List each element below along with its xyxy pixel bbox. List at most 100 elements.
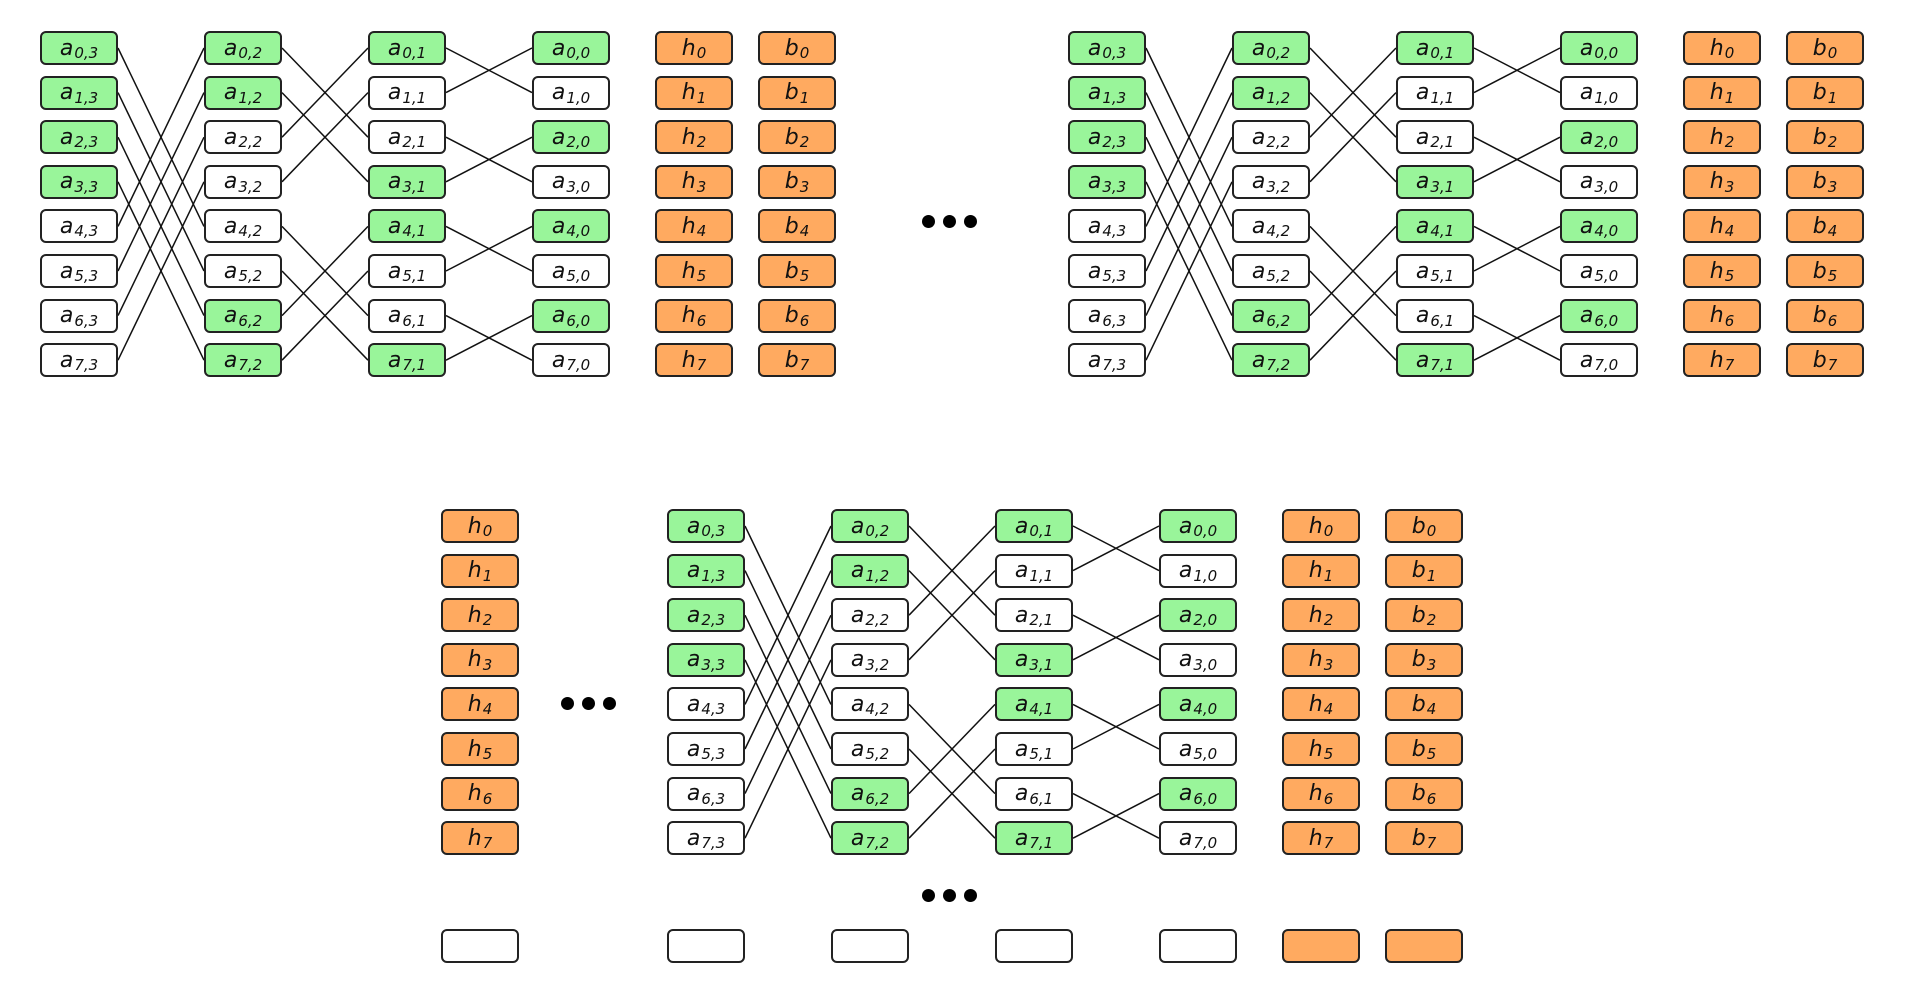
wire (1473, 314, 1561, 361)
wire (117, 136, 205, 316)
wire (445, 47, 533, 94)
wire (908, 570, 996, 661)
wire (281, 92, 369, 183)
dot (561, 697, 574, 710)
wire (117, 92, 205, 272)
wire (908, 748, 996, 839)
wire (1145, 181, 1233, 361)
wire (1145, 136, 1233, 316)
empty-node (441, 929, 519, 963)
wire (744, 570, 832, 750)
wire (445, 314, 533, 361)
wire (1309, 92, 1397, 183)
wire (1145, 47, 1233, 227)
wire (908, 570, 996, 661)
wire (1072, 614, 1160, 661)
wire (744, 570, 832, 750)
dot (582, 697, 595, 710)
dot (943, 215, 956, 228)
wire (908, 703, 996, 795)
dot (922, 215, 935, 228)
wire (1072, 703, 1160, 750)
wire (281, 270, 369, 361)
wire (445, 314, 533, 361)
dot (964, 215, 977, 228)
wire (1072, 525, 1160, 572)
wire (281, 225, 369, 317)
wire (281, 225, 369, 317)
wire (908, 525, 996, 616)
wire (1309, 225, 1397, 317)
empty-node (667, 929, 745, 963)
wire (1145, 92, 1233, 272)
wire (1072, 792, 1160, 839)
empty-node (831, 929, 909, 963)
wire (1309, 92, 1397, 183)
wire (1309, 225, 1397, 317)
wire (744, 525, 832, 705)
empty-node (1385, 929, 1463, 963)
wire (1309, 47, 1397, 138)
wire (1309, 47, 1397, 138)
wire (1072, 614, 1160, 661)
